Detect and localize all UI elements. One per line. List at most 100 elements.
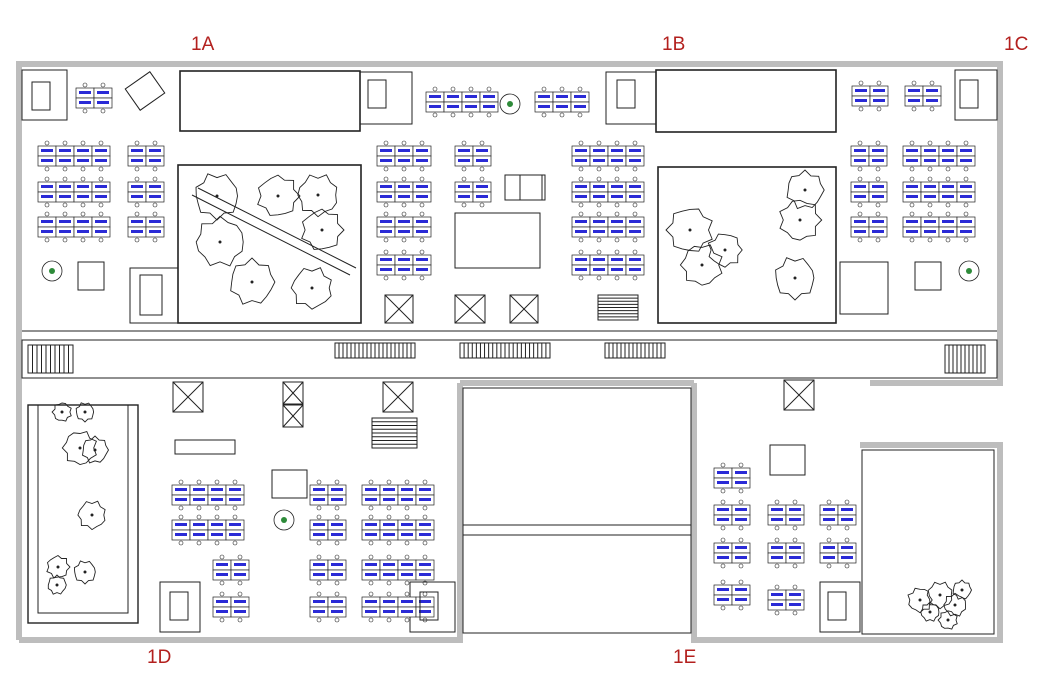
- atrium-bridge-2: [197, 187, 357, 269]
- chair: [62, 211, 68, 217]
- tree-crown: [73, 560, 96, 585]
- desk-tag: [383, 573, 395, 576]
- tree-crown: [937, 610, 958, 630]
- tree-trunk: [938, 593, 942, 597]
- desk-tag: [735, 481, 747, 484]
- chair: [422, 540, 428, 546]
- desk-tag: [872, 185, 884, 188]
- desk-tag: [313, 563, 325, 566]
- chair: [419, 202, 425, 208]
- plant-icon: [507, 101, 513, 107]
- chair: [334, 617, 340, 623]
- meeting-furniture: [31, 71, 980, 621]
- chair: [792, 537, 798, 543]
- desk-tag: [365, 533, 377, 536]
- wall-south-west: [19, 383, 463, 643]
- chair: [945, 202, 951, 208]
- desk-tag: [313, 488, 325, 491]
- chair: [401, 249, 407, 255]
- chair: [316, 554, 322, 560]
- tree-icon: [679, 244, 723, 286]
- chair: [596, 140, 602, 146]
- chair: [450, 112, 456, 118]
- chair: [461, 166, 467, 172]
- desk-tag: [629, 149, 641, 152]
- chair: [386, 514, 392, 520]
- chair: [857, 140, 863, 146]
- desk-tag: [77, 230, 89, 233]
- desk-tag: [175, 523, 187, 526]
- courtyard-trees: [46, 169, 973, 630]
- chair: [386, 617, 392, 623]
- chair: [383, 249, 389, 255]
- desk-tag: [575, 195, 587, 198]
- desk-tag: [960, 185, 972, 188]
- chair: [383, 140, 389, 146]
- chair: [578, 140, 584, 146]
- desk-tag: [906, 185, 918, 188]
- chair: [720, 525, 726, 531]
- desk-tag: [41, 185, 53, 188]
- chair: [62, 202, 68, 208]
- chair: [875, 237, 881, 243]
- chair: [720, 579, 726, 585]
- desk-tag: [717, 546, 729, 549]
- desk-tag: [59, 185, 71, 188]
- chair: [632, 166, 638, 172]
- chair: [596, 211, 602, 217]
- desk-tag: [593, 268, 605, 271]
- chair: [98, 237, 104, 243]
- chair: [152, 237, 158, 243]
- chair: [486, 86, 492, 92]
- chair: [98, 202, 104, 208]
- chair: [404, 580, 410, 586]
- chair: [44, 176, 50, 182]
- chair: [98, 176, 104, 182]
- chair: [419, 237, 425, 243]
- chair: [826, 525, 832, 531]
- tree-icon: [301, 208, 345, 250]
- chair: [596, 275, 602, 281]
- tree-icon: [920, 601, 940, 622]
- tree-icon: [943, 592, 966, 617]
- chair: [219, 554, 225, 560]
- tree-icon: [75, 402, 95, 423]
- zone-label-1e: 1E: [673, 647, 697, 668]
- desk-tag: [789, 593, 801, 596]
- chair: [80, 237, 86, 243]
- desk-tag: [313, 498, 325, 501]
- elevator-cross: [282, 381, 304, 405]
- chair: [909, 166, 915, 172]
- desk-tag: [924, 149, 936, 152]
- chair: [368, 514, 374, 520]
- chair: [383, 176, 389, 182]
- chair: [316, 514, 322, 520]
- desk-tag: [924, 220, 936, 223]
- desk-tag: [855, 99, 867, 102]
- desk-tag: [175, 488, 187, 491]
- table-1e: [769, 444, 806, 476]
- desk-tag: [926, 99, 938, 102]
- chair: [401, 211, 407, 217]
- chair: [720, 499, 726, 505]
- tree-crown: [290, 267, 332, 310]
- desk-tag: [149, 220, 161, 223]
- chair: [945, 140, 951, 146]
- chair: [927, 237, 933, 243]
- chair: [134, 211, 140, 217]
- elevator-icon: [282, 381, 304, 405]
- desk-tag: [331, 563, 343, 566]
- desk-tag: [77, 159, 89, 162]
- desk-tag: [789, 556, 801, 559]
- desk-tag: [380, 159, 392, 162]
- desk-tag: [854, 185, 866, 188]
- desk-tag: [234, 610, 246, 613]
- tree-crown: [82, 435, 110, 464]
- chair: [44, 202, 50, 208]
- desk-tag: [629, 185, 641, 188]
- chair: [945, 166, 951, 172]
- meeting-table-7: [139, 274, 163, 316]
- chair: [577, 86, 583, 92]
- desk-tag: [483, 95, 495, 98]
- desk-tag: [59, 159, 71, 162]
